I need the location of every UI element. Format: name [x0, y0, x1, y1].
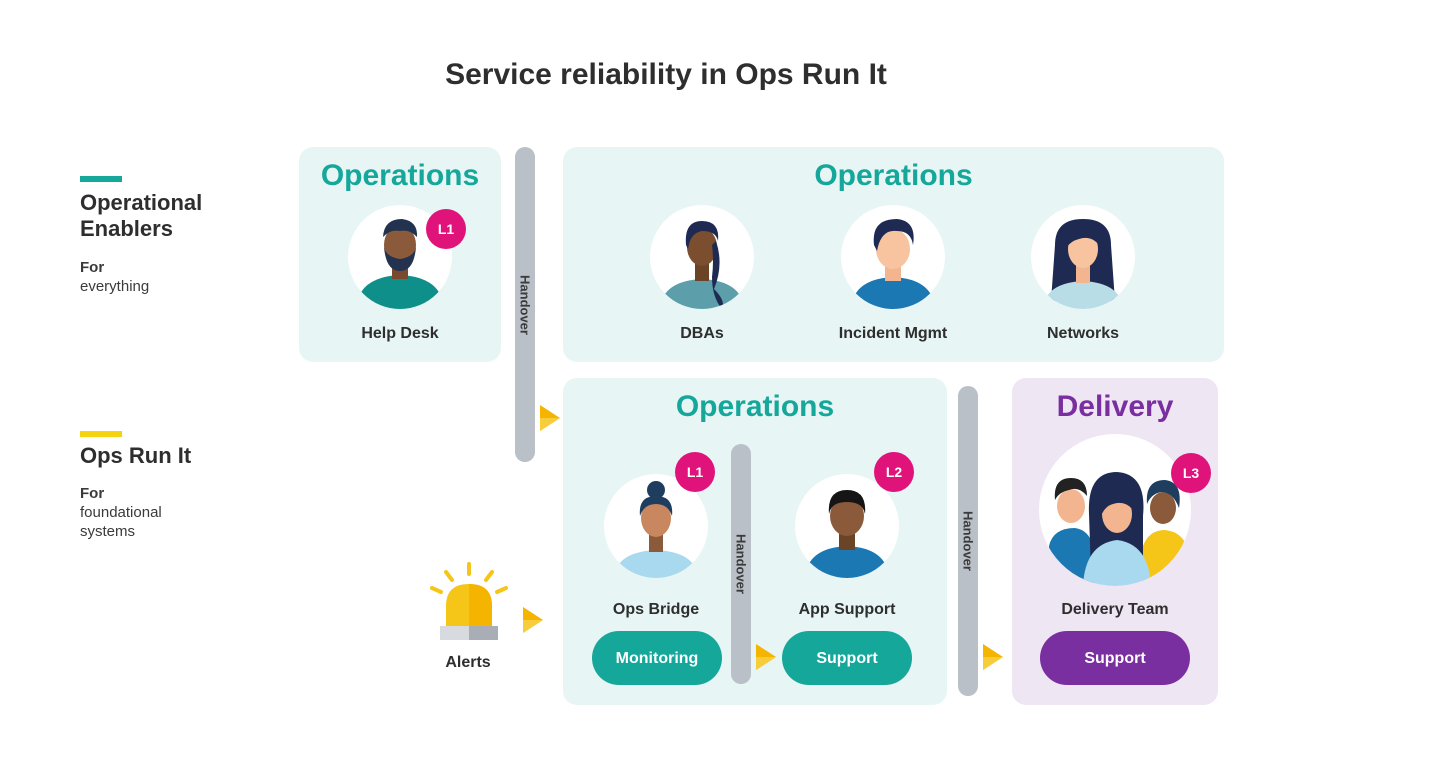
app-support-label: App Support: [798, 601, 896, 618]
monitoring-button[interactable]: Monitoring: [592, 631, 722, 685]
ops-bottom-panel: Operations L1 Ops Bridge Monitoring L2 A…: [563, 378, 947, 705]
runit-sub-line3: systems: [80, 523, 136, 540]
handover-bar-3: Handover: [958, 386, 978, 696]
app-support-button[interactable]: Support: [782, 631, 912, 685]
woman-long-hair-avatar: [1031, 205, 1135, 309]
handover-label-3: Handover: [960, 511, 976, 571]
enablers-title-line1: Operational: [80, 190, 203, 215]
ops-bridge-level-badge: L1: [675, 452, 715, 492]
helpdesk-level-badge: L1: [426, 209, 466, 249]
runit-sub-bold: For: [80, 485, 105, 502]
enablers-legend-sub: For everything: [80, 258, 149, 296]
flow-arrow-handover-icon: [540, 405, 560, 431]
app-support-level-badge: L2: [874, 452, 914, 492]
helpdesk-panel: Operations L1 Help Desk: [299, 147, 501, 362]
ops-bridge-label: Ops Bridge: [612, 601, 700, 618]
enablers-legend-bar: [80, 176, 122, 182]
runit-legend-title: Ops Run It: [80, 443, 192, 468]
woman-bun-avatar: [604, 474, 708, 578]
runit-legend-bar: [80, 431, 122, 437]
flow-arrow-l1-l2-icon: [756, 644, 776, 670]
woman-ponytail-avatar: [650, 205, 754, 309]
man-avatar: [841, 205, 945, 309]
dbas-label: DBAs: [680, 325, 724, 342]
handover-bar-2: Handover: [731, 444, 751, 684]
enablers-title-line2: Enablers: [80, 216, 173, 241]
ops-top-heading: Operations: [814, 159, 973, 192]
runit-sub-line2: foundational: [80, 504, 162, 521]
helpdesk-label: Help Desk: [361, 325, 439, 342]
enablers-sub-rest: everything: [80, 278, 150, 295]
enablers-sub-bold: For: [80, 259, 105, 276]
alerts-label: Alerts: [445, 654, 491, 671]
delivery-team-label: Delivery Team: [1061, 601, 1169, 618]
handover-bar-1: Handover: [515, 147, 535, 462]
flow-arrow-l2-l3-icon: [983, 644, 1003, 670]
delivery-heading: Delivery: [1056, 390, 1174, 423]
team-avatar: [1039, 434, 1191, 586]
delivery-support-button[interactable]: Support: [1040, 631, 1190, 685]
delivery-panel: Delivery L3 Delivery Team Support: [1012, 378, 1218, 705]
delivery-level-badge: L3: [1171, 453, 1211, 493]
ops-bottom-heading: Operations: [675, 390, 835, 423]
siren-icon: [426, 562, 512, 644]
handover-label-2: Handover: [733, 534, 749, 594]
handover-label-1: Handover: [517, 274, 533, 335]
page-title: Service reliability in Ops Run It: [445, 58, 887, 91]
networks-label: Networks: [1046, 325, 1120, 342]
man-dark-avatar: [795, 474, 899, 578]
helpdesk-heading: Operations: [320, 159, 480, 192]
incident-mgmt-label: Incident Mgmt: [838, 325, 948, 342]
ops-top-panel: Operations DBAs Incident Mgmt Networks: [563, 147, 1224, 362]
enablers-legend-title: Operational Enablers: [80, 190, 202, 242]
flow-arrow-alerts-icon: [523, 607, 543, 633]
runit-legend-sub: For foundational systems: [80, 484, 162, 541]
